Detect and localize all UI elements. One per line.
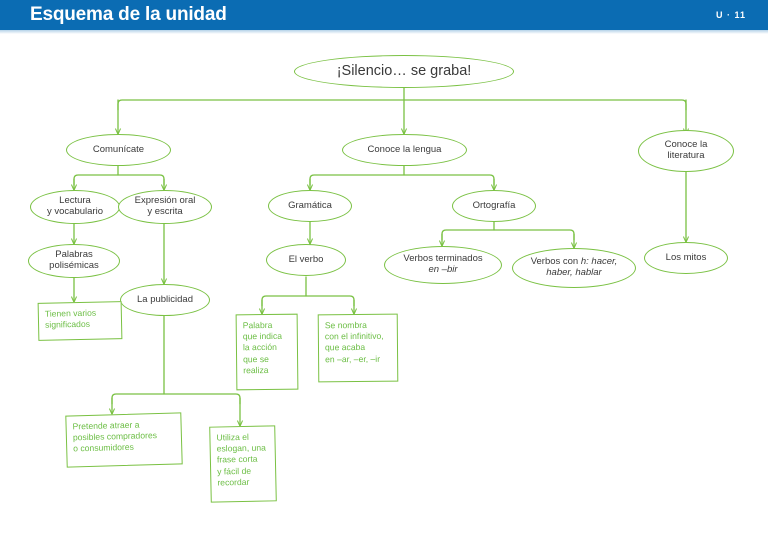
box-infinitivo-line1: Se nombra [324, 319, 367, 331]
node-verbos-terminados-en-bir[interactable]: Verbos terminados en –bir [384, 246, 502, 284]
node-conoce-la-literatura[interactable]: Conoce la literatura [638, 130, 734, 172]
box-palabra-que-indica-la-accion[interactable]: Palabra que indica la acción que se real… [235, 313, 299, 391]
node-la-publicidad[interactable]: La publicidad [120, 284, 210, 316]
node-palabras-line1: Palabras [55, 249, 93, 261]
node-verbos-con-h[interactable]: Verbos con h: hacer, haber, hablar [512, 248, 636, 288]
box-infinitivo-line3: que acaba [324, 342, 366, 353]
node-verbos-h-italic1: h: hacer, [580, 256, 618, 268]
box-eslogan-line2: eslogan, una [216, 442, 266, 454]
connector-lines [0, 86, 768, 543]
box-utiliza-el-eslogan[interactable]: Utiliza el eslogan, una frase corta y fá… [209, 425, 277, 503]
box-palabra-line5: realiza [243, 364, 269, 375]
box-pretende-line3: o consumidores [73, 442, 135, 454]
node-root[interactable]: ¡Silencio… se graba! [294, 55, 514, 88]
node-palabras-polisemicas[interactable]: Palabras polisémicas [28, 244, 120, 278]
node-conoce-la-lengua-label: Conoce la lengua [367, 143, 442, 155]
node-verbos-h-line1: Verbos con h: hacer, [531, 257, 618, 268]
page-header: Esquema de la unidad U · 11 [0, 0, 768, 30]
box-infinitivo-line2: con el infinitivo, [324, 330, 384, 342]
node-palabras-line2: polisémicas [49, 260, 99, 271]
node-el-verbo[interactable]: El verbo [266, 244, 346, 276]
node-lectura-line1: Lectura [59, 195, 91, 207]
node-gramatica[interactable]: Gramática [268, 190, 352, 222]
page-title: Esquema de la unidad [30, 4, 227, 25]
box-eslogan-line1: Utiliza el [216, 431, 250, 443]
box-palabra-line1: Palabra [242, 319, 273, 331]
node-los-mitos[interactable]: Los mitos [644, 242, 728, 274]
node-conoce-la-literatura-line2: literatura [667, 150, 705, 161]
node-verbos-bir-line1: Verbos terminados [403, 253, 483, 265]
node-los-mitos-label: Los mitos [665, 251, 707, 263]
box-eslogan-line5: recordar [217, 476, 250, 488]
node-conoce-la-lengua[interactable]: Conoce la lengua [342, 134, 467, 166]
box-palabra-line3: la acción [242, 342, 277, 353]
node-conoce-la-literatura-line1: Conoce la [664, 139, 708, 151]
node-verbos-h-italic2: haber, hablar [546, 267, 602, 278]
node-gramatica-label: Gramática [288, 199, 332, 211]
node-expresion-line2: y escrita [147, 206, 183, 217]
box-tienen-varios-significados[interactable]: Tienen varios significados [37, 301, 123, 341]
node-expresion-oral-y-escrita[interactable]: Expresión oral y escrita [118, 190, 212, 224]
box-eslogan-line4: y fácil de [217, 465, 252, 477]
header-shadow [0, 30, 768, 34]
box-pretende-atraer[interactable]: Pretende atraer a posibles compradores o… [65, 412, 183, 468]
concept-map: ¡Silencio… se graba! Comunícate Conoce l… [0, 34, 768, 543]
node-comunicate[interactable]: Comunícate [66, 134, 171, 166]
node-ortografia-label: Ortografía [472, 199, 516, 211]
box-palabra-line2: que indica [242, 331, 283, 342]
node-expresion-line1: Expresión oral [134, 195, 196, 207]
node-verbos-h-prefix: Verbos con [530, 256, 581, 268]
box-significados-line2: significados [44, 318, 91, 330]
node-la-publicidad-label: La publicidad [137, 293, 193, 305]
node-comunicate-label: Comunícate [92, 143, 145, 155]
node-lectura-line2: y vocabulario [47, 206, 103, 217]
node-verbos-bir-line2: en –bir [428, 264, 458, 275]
box-palabra-line4: que se [243, 353, 269, 364]
node-el-verbo-label: El verbo [288, 253, 324, 265]
box-infinitivo-line4: en –ar, –er, –ir [325, 353, 381, 364]
node-ortografia[interactable]: Ortografía [452, 190, 536, 222]
node-lectura-y-vocabulario[interactable]: Lectura y vocabulario [30, 190, 120, 224]
unit-badge: U · 11 [715, 10, 746, 20]
node-root-label: ¡Silencio… se graba! [336, 63, 472, 80]
box-eslogan-line3: frase corta [216, 454, 258, 465]
box-se-nombra-con-el-infinitivo[interactable]: Se nombra con el infinitivo, que acaba e… [317, 313, 399, 383]
